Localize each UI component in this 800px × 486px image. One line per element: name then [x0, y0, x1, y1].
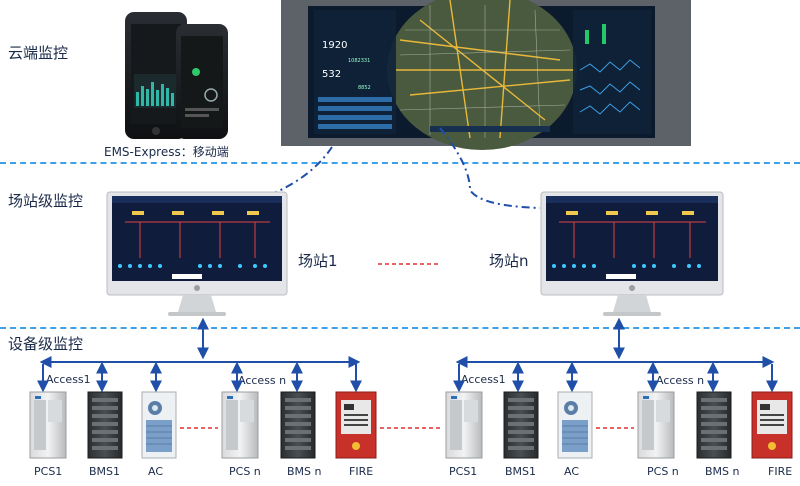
pcs-cabinet-icon — [221, 391, 259, 459]
pcs-cabinet-icon — [637, 391, 675, 459]
cloud-stat-1: 1920 — [322, 40, 347, 51]
fire-panel-icon — [751, 391, 793, 459]
mobile-phone-front — [176, 24, 228, 139]
cloud-stat-4: 8852 — [358, 85, 371, 91]
cloud-stat-2: 1082331 — [348, 58, 370, 64]
device-label: PCS1 — [34, 465, 63, 478]
station-monitor-1 — [106, 191, 288, 316]
device-label: BMS n — [705, 465, 740, 478]
pcs-cabinet-icon — [445, 391, 483, 459]
device-label: PCS n — [229, 465, 261, 478]
bms-rack-icon — [696, 391, 732, 459]
device-links-group-2 — [453, 361, 778, 393]
tier-label-cloud: 云端监控 — [8, 44, 69, 62]
device-label: FIRE — [349, 465, 374, 478]
cloud-dashboard-screen: 1920 1082331 532 8852 — [281, 0, 691, 150]
station-label-1: 场站1 — [298, 252, 338, 270]
cloud-link-station-n — [439, 127, 541, 209]
device-label: BMS n — [287, 465, 322, 478]
device-label: AC — [148, 465, 164, 478]
bms-rack-icon — [280, 391, 316, 459]
device-label: AC — [564, 465, 580, 478]
device-label: PCS n — [647, 465, 679, 478]
ac-unit-icon — [141, 391, 177, 459]
tier-label-station: 场站级监控 — [8, 192, 84, 210]
access-label-right-1: Access1 — [461, 373, 506, 386]
bms-rack-icon — [503, 391, 539, 459]
tier-separator-cloud — [0, 162, 800, 164]
tier-label-device: 设备级监控 — [8, 335, 84, 353]
ac-unit-icon — [557, 391, 593, 459]
station-monitor-n — [540, 191, 724, 316]
device-label: FIRE — [768, 465, 793, 478]
mobile-phone-back — [125, 12, 187, 139]
mobile-caption: EMS-Express：移动端 — [104, 145, 229, 159]
tier-separator-device — [0, 327, 800, 329]
cloud-link-station-1 — [261, 146, 333, 199]
access-label-left-1: Access1 — [46, 373, 91, 386]
device-links-group-1 — [37, 361, 362, 393]
access-label-right-n: Access n — [656, 374, 705, 387]
cloud-stat-3: 532 — [322, 69, 341, 80]
pcs-cabinet-icon — [29, 391, 67, 459]
device-label: BMS1 — [89, 465, 121, 478]
station-label-n: 场站n — [489, 252, 529, 270]
bms-rack-icon — [87, 391, 123, 459]
access-label-left-n: Access n — [238, 374, 287, 387]
device-label: PCS1 — [449, 465, 478, 478]
fire-panel-icon — [335, 391, 377, 459]
device-label: BMS1 — [505, 465, 537, 478]
